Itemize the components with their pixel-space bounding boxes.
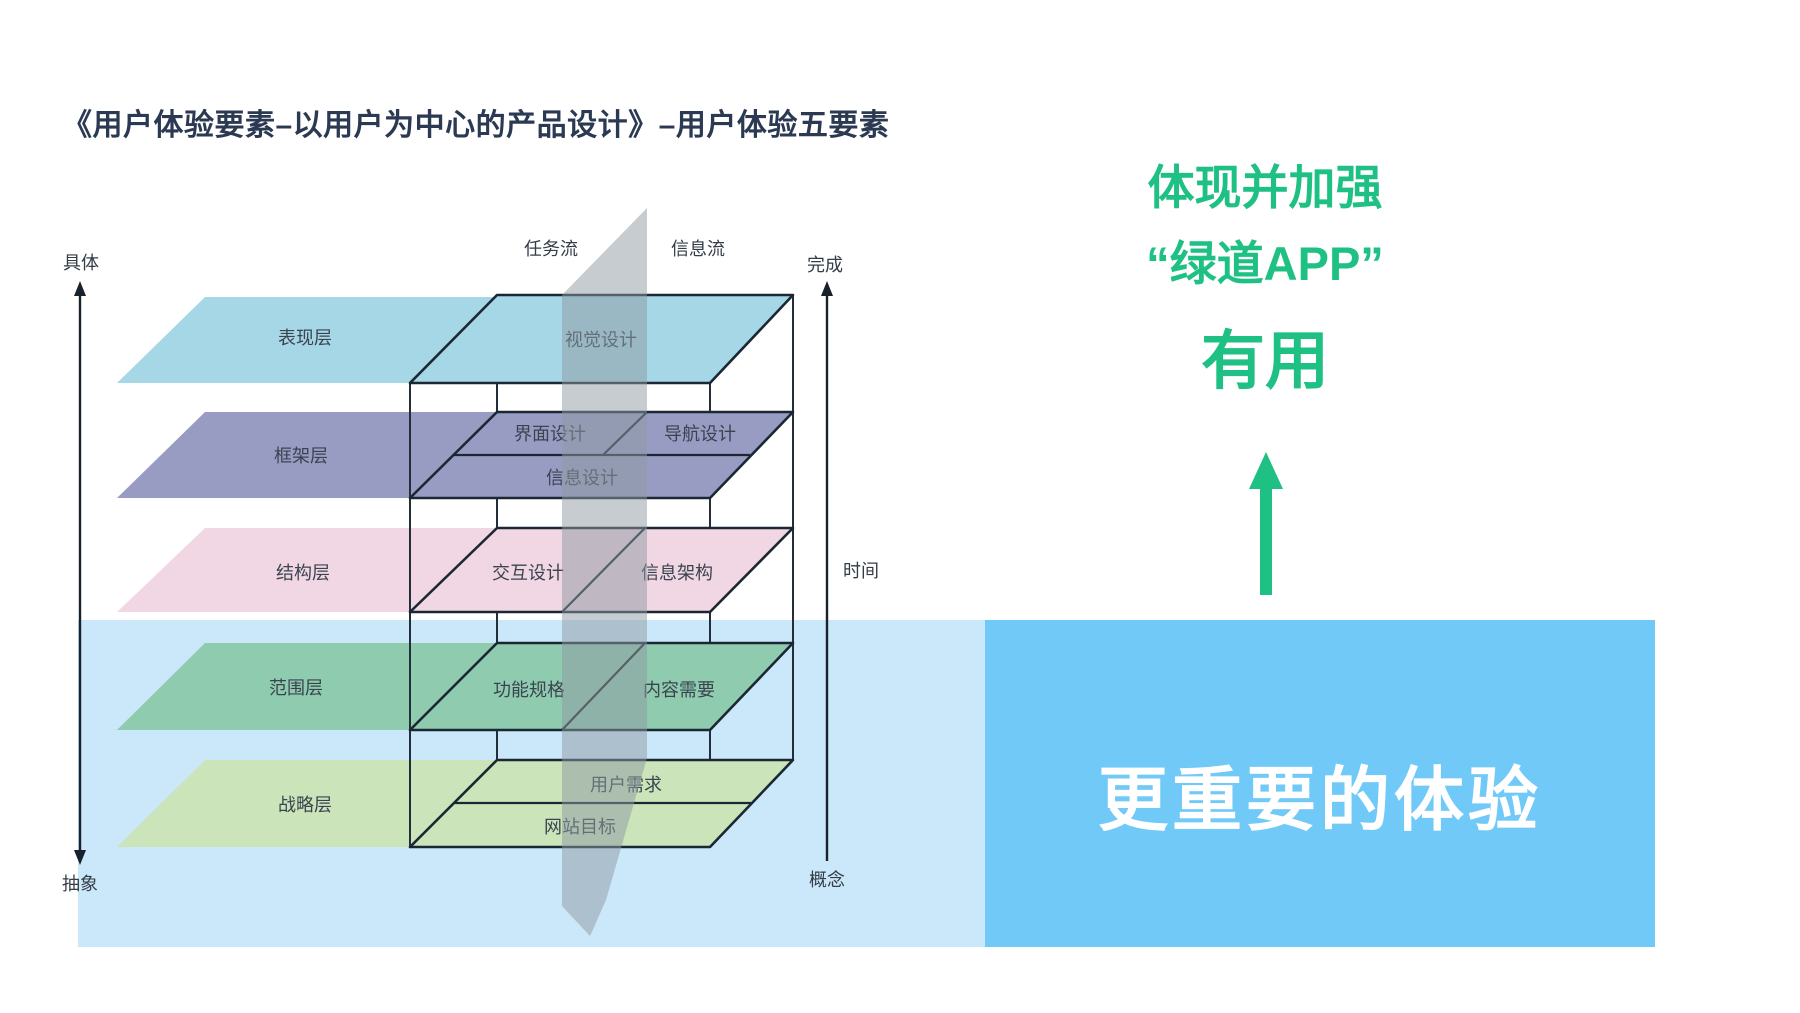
right-axis-arrow-up-icon: [821, 281, 833, 296]
axis-label-concept: 概念: [809, 869, 845, 890]
band-label-surface: 表现层: [278, 328, 332, 348]
label-info-flow: 信息流: [671, 239, 725, 259]
label-task-flow: 任务流: [524, 239, 578, 259]
axis-label-complete: 完成: [807, 255, 843, 275]
plane-label-navigation-design: 导航设计: [664, 424, 736, 444]
green-up-arrow-icon: [1249, 452, 1283, 489]
plane-label-interaction-design: 交互设计: [492, 563, 564, 583]
plane-label-content-requirements: 内容需要: [643, 680, 715, 700]
axis-label-time: 时间: [843, 561, 879, 581]
page-title: 《用户体验要素–以用户为中心的产品设计》–用户体验五要素: [62, 109, 890, 142]
band-label-strategy: 战略层: [278, 795, 332, 815]
highlight-label: 更重要的体验: [1098, 761, 1542, 839]
band-label-scope: 范围层: [269, 678, 323, 698]
annotation-line-2: “绿道APP”: [1146, 237, 1384, 290]
band-label-skeleton: 框架层: [274, 446, 328, 466]
left-axis-arrow-down-icon: [74, 850, 86, 865]
axis-label-concrete: 具体: [63, 253, 99, 273]
green-up-arrow-shaft: [1260, 488, 1272, 595]
left-axis-arrow-up-icon: [74, 281, 86, 296]
dark-blue-panel: [985, 620, 1655, 947]
annotation-block: 体现并加强 “绿道APP” 有用: [1070, 150, 1460, 420]
gray-slice-plane: [562, 208, 647, 936]
plane-label-information-architecture: 信息架构: [641, 563, 713, 583]
plane-label-functional-specs: 功能规格: [493, 680, 565, 700]
band-label-structure: 结构层: [276, 563, 330, 583]
axis-label-abstract: 抽象: [62, 874, 98, 894]
annotation-line-1: 体现并加强: [1147, 161, 1383, 214]
annotation-line-3: 有用: [1201, 325, 1329, 397]
